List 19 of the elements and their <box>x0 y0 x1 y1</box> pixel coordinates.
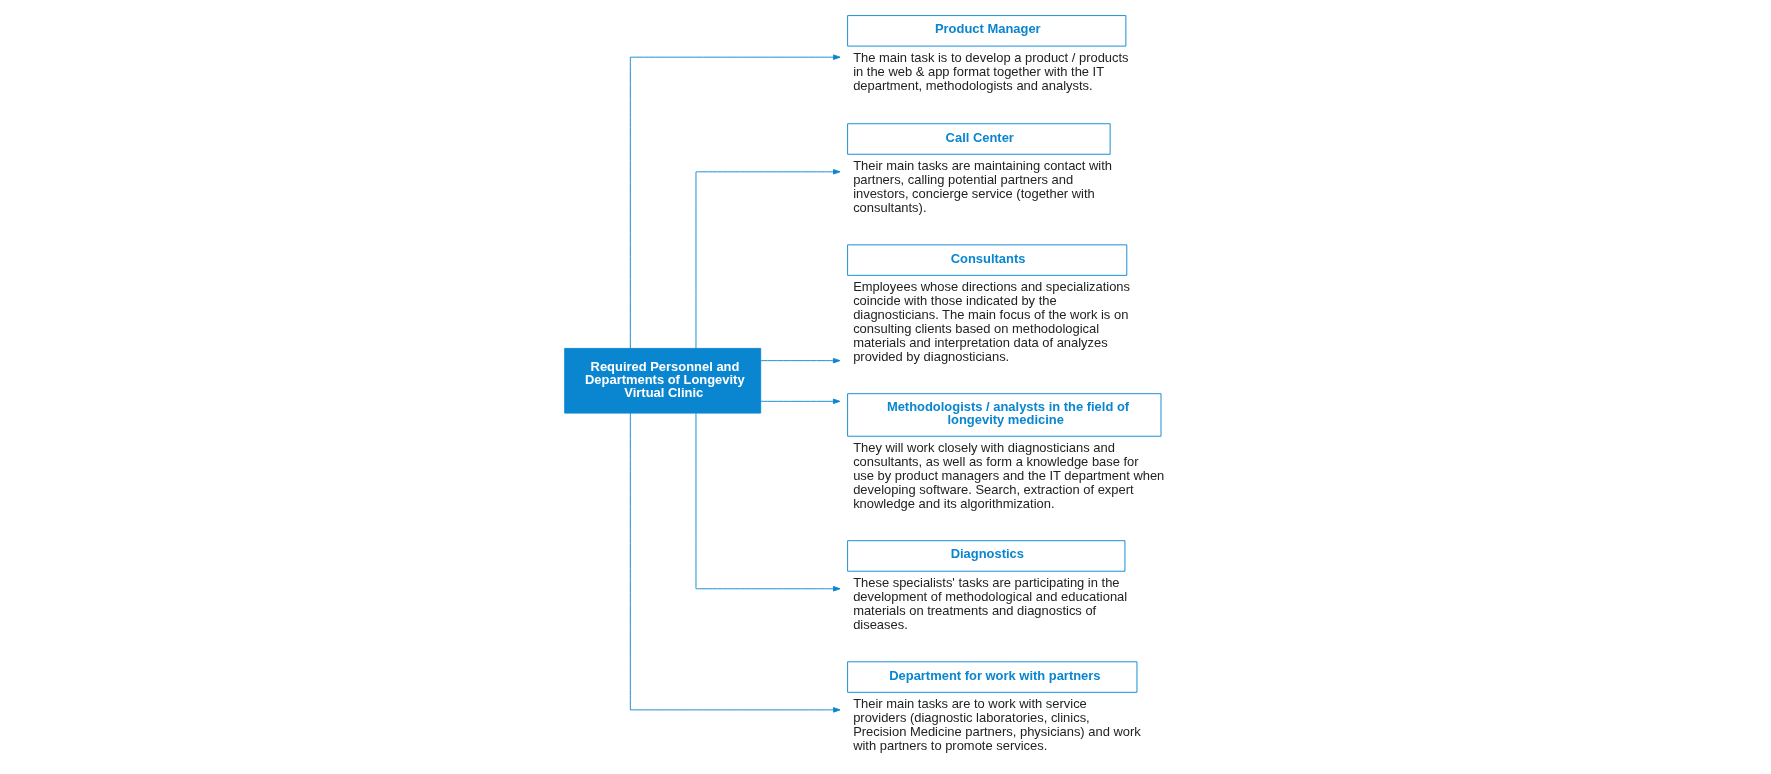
node-label: Employees whose directions and specializations coincide with those indicated by the diagnosticians. The main focus of the work is on consulting clients based on methodological materials and interpretation data of analyzes provided by diagnosticians. <box>853 279 1131 364</box>
arrow <box>760 357 841 364</box>
arrow <box>695 412 841 592</box>
node-box: Call Center <box>847 123 1111 155</box>
node-box: Required Personnel and Departments of Longevity Virtual Clinic <box>564 347 762 414</box>
node-box: Consultants <box>847 244 1128 276</box>
arrow <box>695 169 841 349</box>
arrow <box>629 412 841 713</box>
arrow <box>760 398 841 405</box>
node-label: They will work closely with diagnosticians and consultants, as well as form a knowledge base for use by product managers and the IT department when developing software. Search, extraction of expert knowledge and its algorithmization. <box>853 440 1165 511</box>
node-label: These specialists' tasks are participating in the development of methodological and educational materials on treatments and diagnostics of diseases. <box>853 575 1128 632</box>
node-label: Their main tasks are maintaining contact with partners, calling potential partners and investors, concierge service (together with consultants). <box>853 158 1113 215</box>
node-box: Methodologists / analysts in the field of longevity medicine <box>847 393 1162 437</box>
node-box: Diagnostics <box>847 540 1126 572</box>
node-box: Department for work with partners <box>847 661 1138 693</box>
node-label: The main task is to develop a product / products in the web & app format together with the IT department, methodologists and analysts. <box>853 49 1129 93</box>
node-box: Product Manager <box>847 15 1127 47</box>
arrow <box>629 54 841 349</box>
node-label: Their main tasks are to work with service providers (diagnostic laboratories, clinics, Precision Medicine partners, physicians) and work with partners to promote services. <box>853 696 1141 753</box>
